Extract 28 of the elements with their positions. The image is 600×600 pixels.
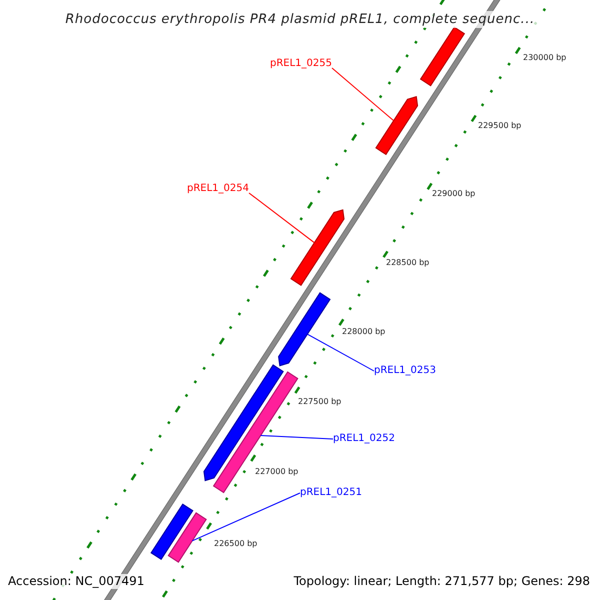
gene-label: pREL1_0253 — [374, 365, 436, 377]
gene-feature-bar — [375, 96, 418, 156]
leader-line — [306, 334, 374, 372]
scale-label: 228500 bp — [386, 258, 430, 268]
gene-label: pREL1_0255 — [270, 58, 332, 70]
gene-label: pREL1_0251 — [300, 487, 362, 499]
leader-line — [248, 192, 315, 244]
gene-feature-bar — [203, 364, 284, 482]
scale-label: 228000 bp — [342, 327, 386, 337]
leader-line — [260, 435, 334, 440]
scale-label: 227000 bp — [255, 467, 298, 477]
scale-label: 229000 bp — [432, 189, 476, 199]
accession-text: Accession: NC_007491 — [6, 574, 146, 589]
scale-label: 230000 bp — [523, 53, 566, 63]
scale-label: 227500 bp — [298, 397, 342, 407]
scale-label: 226500 bp — [214, 539, 258, 549]
scale-label: 229500 bp — [478, 121, 522, 131]
gene-feature-bar — [278, 292, 331, 366]
sequence-info-text: Topology: linear; Length: 271,577 bp; Genes: 298 — [292, 574, 592, 589]
gene-label: pREL1_0254 — [187, 183, 249, 195]
gene-feature-bar — [420, 26, 466, 86]
leader-line — [332, 68, 394, 122]
gene-label: pREL1_0252 — [333, 433, 395, 445]
gene-feature-bar — [212, 371, 298, 494]
gene-feature-bar — [150, 503, 194, 560]
leader-line — [192, 492, 300, 542]
gene-feature-bar — [168, 512, 207, 563]
gene-feature-bar — [290, 209, 345, 286]
